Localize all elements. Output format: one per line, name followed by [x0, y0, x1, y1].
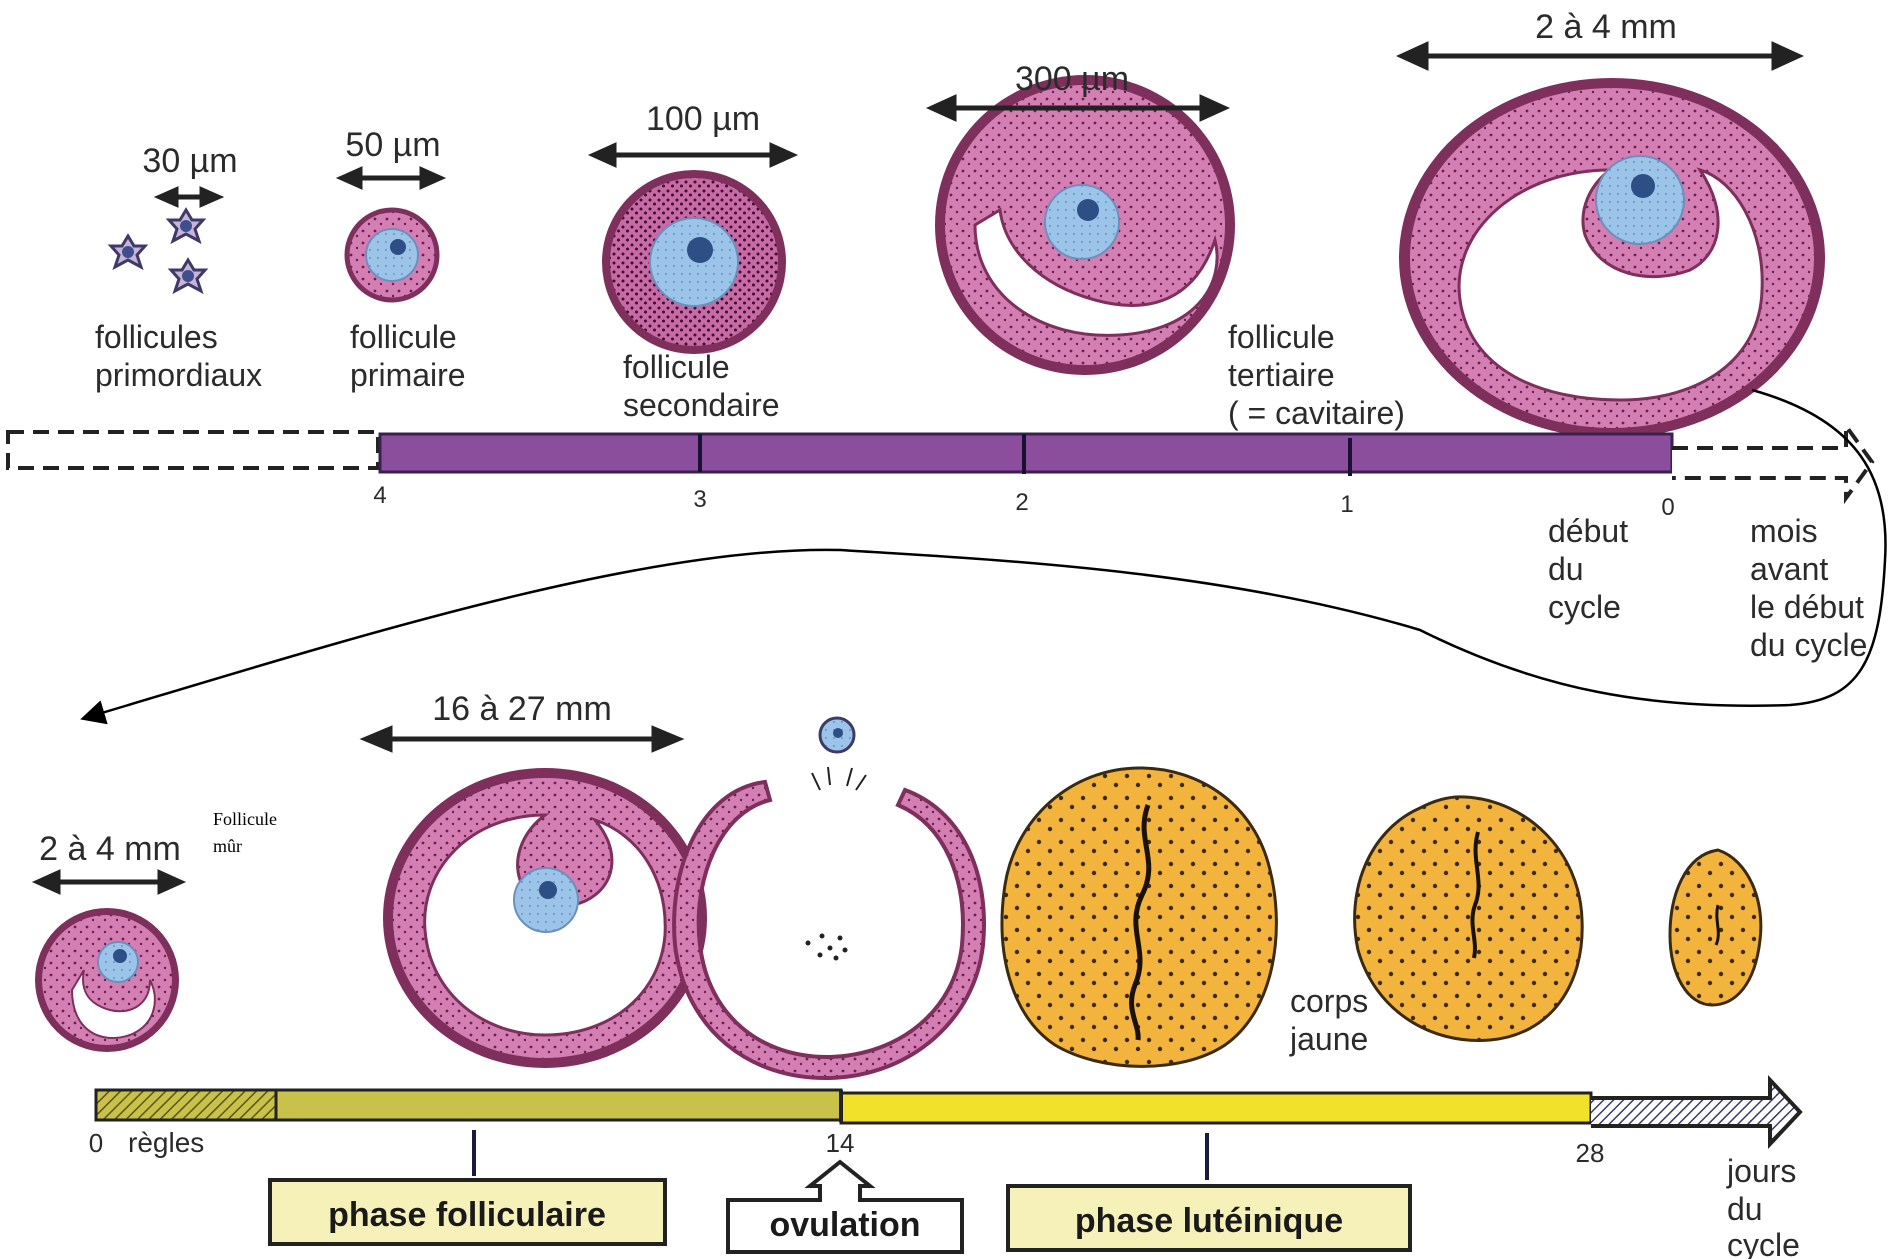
dim-50um-text: 50 µm: [345, 126, 440, 164]
day-tick-0: 0: [89, 1128, 103, 1158]
mature-follicle-label-line2: mûr: [213, 836, 242, 856]
month-tick-0: 0: [1661, 494, 1674, 521]
days-timeline: [96, 1080, 1800, 1180]
days-unit-line2: du: [1727, 1191, 1763, 1227]
corpus-luteum-large-illustration: [1002, 768, 1276, 1066]
day-tick-14: 14: [826, 1128, 855, 1158]
tertiary-follicle-small-illustration: [935, 75, 1235, 375]
months-unit-line2: avant: [1750, 551, 1828, 587]
months-timeline: [8, 426, 1872, 498]
dim-30um: 30 µm: [142, 142, 237, 180]
ovulation-box: ovulation: [728, 1162, 962, 1252]
corpus-luteum-small-illustration: [1670, 850, 1761, 1005]
corpus-luteum-medium-illustration: [1355, 797, 1583, 1041]
label-primordial-line1: follicules: [95, 319, 218, 355]
month-tick-3: 3: [693, 486, 706, 513]
label-primary-line1: follicule: [350, 319, 457, 355]
luteal-phase-label: phase lutéinique: [1075, 1202, 1343, 1240]
dim-2-4mm-top-text: 2 à 4 mm: [1535, 8, 1677, 46]
month-tick-1: 1: [1340, 491, 1353, 518]
label-secondary-line1: follicule: [623, 349, 730, 385]
label-tertiary-line1: follicule: [1228, 319, 1335, 355]
mature-follicle-label-line1: Follicule: [213, 809, 277, 829]
dim-30um-text: 30 µm: [142, 142, 237, 180]
label-tertiary-line2: tertiaire: [1228, 357, 1335, 393]
dim-16-27mm-text: 16 à 27 mm: [432, 690, 612, 728]
ovulation-label: ovulation: [769, 1206, 920, 1244]
follicular-phase-label: phase folliculaire: [328, 1196, 606, 1234]
label-primordial-line2: primordiaux: [95, 357, 262, 393]
days-unit-line3: cycle: [1727, 1227, 1800, 1259]
tertiary-follicle-large-illustration: [1399, 78, 1825, 438]
dim-2-4mm-bottom-text: 2 à 4 mm: [39, 830, 181, 868]
months-unit-line4: du cycle: [1750, 627, 1867, 663]
primordial-follicles-illustration: [111, 210, 205, 291]
label-secondary-line2: secondaire: [623, 387, 780, 423]
corpus-luteum-label-line1: corps: [1290, 983, 1368, 1019]
primary-follicle-illustration: [347, 210, 437, 300]
label-primary-line2: primaire: [350, 357, 466, 393]
luteal-phase-box: phase lutéinique: [1008, 1186, 1410, 1250]
label-tertiary-line3: ( = cavitaire): [1228, 395, 1405, 431]
day-tick-28: 28: [1576, 1138, 1605, 1168]
cycle-start-line1: début: [1548, 513, 1628, 549]
menses-label: règles: [128, 1127, 204, 1158]
month-tick-2: 2: [1015, 489, 1028, 516]
mature-follicle-illustration: [383, 768, 707, 1068]
small-tertiary-follicle-illustration: [35, 908, 179, 1052]
dim-100um-text: 100 µm: [646, 100, 760, 138]
follicular-phase-box: phase folliculaire: [270, 1180, 665, 1244]
cycle-start-line2: du: [1548, 551, 1584, 587]
corpus-luteum-label-line2: jaune: [1289, 1021, 1368, 1057]
cycle-start-line3: cycle: [1548, 589, 1621, 625]
days-unit-line1: jours: [1726, 1153, 1796, 1189]
secondary-follicle-illustration: [602, 170, 786, 354]
months-unit-line3: le début: [1750, 589, 1864, 625]
dim-300um-text: 300 µm: [1015, 60, 1129, 98]
ruptured-follicle-illustration: [674, 718, 984, 1078]
month-tick-4: 4: [373, 482, 386, 509]
months-unit-line1: mois: [1750, 513, 1818, 549]
